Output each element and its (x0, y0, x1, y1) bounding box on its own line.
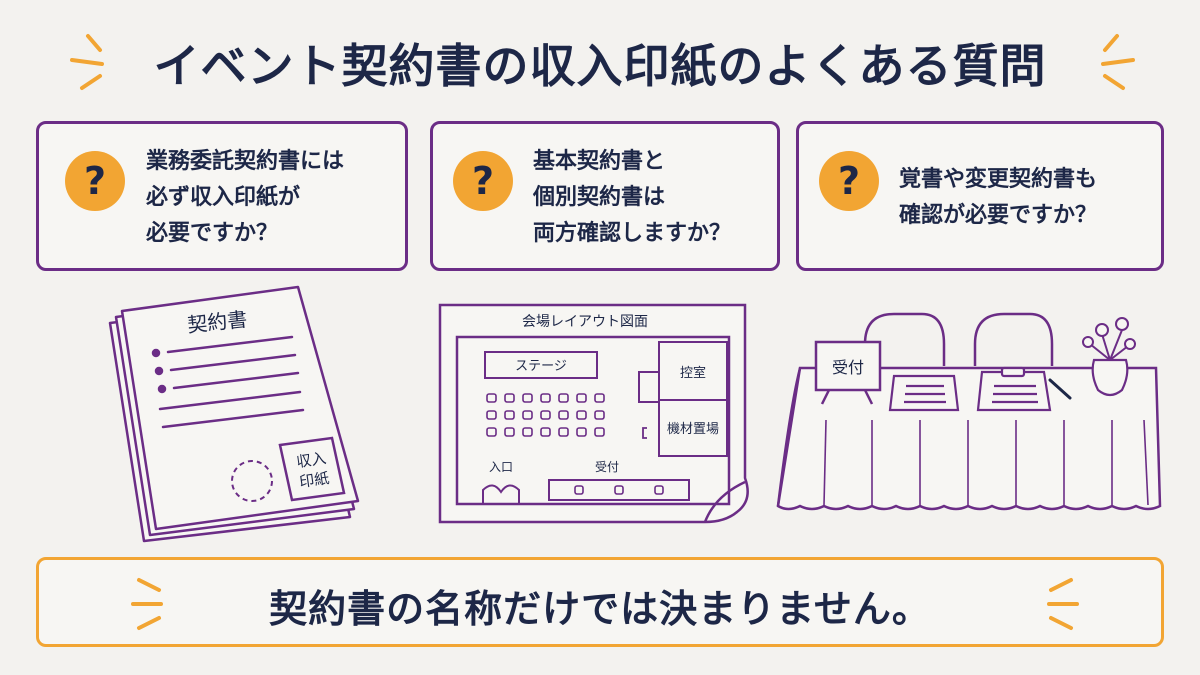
reception-sign-label: 受付 (832, 358, 864, 377)
stage-label: ステージ (515, 359, 567, 374)
question-text-2: 基本契約書と 個別契約書は 両方確認しますか？ (533, 144, 731, 252)
conclusion-banner: 契約書の名称だけでは決まりません。 (36, 557, 1164, 647)
right-title-sparkle-icon (1101, 34, 1135, 90)
reception-sign (814, 340, 882, 392)
question-3-line-1: 覚書や変更契約書も (899, 167, 1098, 192)
reception-table (548, 479, 690, 501)
question-icon: ? (453, 151, 513, 211)
question-card-1: ? 業務委託契約書には 必ず収入印紙が 必要ですか？ (36, 121, 408, 271)
contract-document-illustration: 契約書 収入 印紙 (108, 285, 360, 543)
question-1-line-3: 必要ですか？ (146, 221, 279, 246)
question-text-3: 覚書や変更契約書も 確認が必要ですか？ (899, 162, 1097, 234)
left-banner-sparkle-icon (131, 578, 163, 630)
stage-area (484, 351, 598, 379)
question-icon: ? (65, 151, 125, 211)
audience-seats (486, 393, 605, 437)
question-1-line-2: 必ず収入印紙が (146, 185, 301, 210)
question-3-line-2: 確認が必要ですか？ (899, 203, 1098, 228)
revenue-stamp-line-1: 収入 (295, 449, 327, 471)
waiting-room-label: 控室 (680, 365, 706, 381)
clipboard-icon (976, 366, 1052, 412)
question-card-2: ? 基本契約書と 個別契約書は 両方確認しますか？ (430, 121, 780, 271)
question-2-line-3: 両方確認しますか？ (533, 221, 732, 246)
venue-layout-heading: 会場レイアウト図面 (522, 314, 648, 330)
question-card-3: ? 覚書や変更契約書も 確認が必要ですか？ (796, 121, 1164, 271)
revenue-stamp-line-2: 印紙 (298, 469, 330, 491)
left-title-sparkle-icon (70, 34, 104, 90)
conclusion-text: 契約書の名称だけでは決まりません。 (269, 587, 931, 631)
page-title: イベント契約書の収入印紙のよくある質問 (153, 39, 1047, 93)
reception-area-label: 受付 (595, 460, 619, 474)
seal-stamp-circle (231, 460, 273, 502)
question-icon: ? (819, 151, 879, 211)
revenue-stamp-box (278, 436, 346, 502)
reception-desk-illustration: 受付 (776, 312, 1162, 511)
question-2-line-2: 個別契約書は (533, 185, 666, 210)
document-on-desk (888, 374, 960, 412)
entrance-label: 入口 (489, 460, 513, 474)
question-1-line-1: 業務委託契約書には (146, 149, 345, 174)
question-2-line-1: 基本契約書と (533, 149, 666, 174)
equipment-area-label: 機材置場 (667, 422, 719, 437)
flower-vase-icon (1082, 317, 1136, 397)
question-text-1: 業務委託契約書には 必ず収入印紙が 必要ですか？ (146, 144, 344, 252)
pen-icon (1048, 378, 1072, 400)
equipment-area (658, 399, 728, 457)
right-banner-sparkle-icon (1047, 578, 1079, 630)
venue-layout-illustration: 会場レイアウト図面 ステージ 控室 機材置場 入口 受付 (438, 303, 749, 524)
entrance-door-icon (482, 484, 520, 504)
